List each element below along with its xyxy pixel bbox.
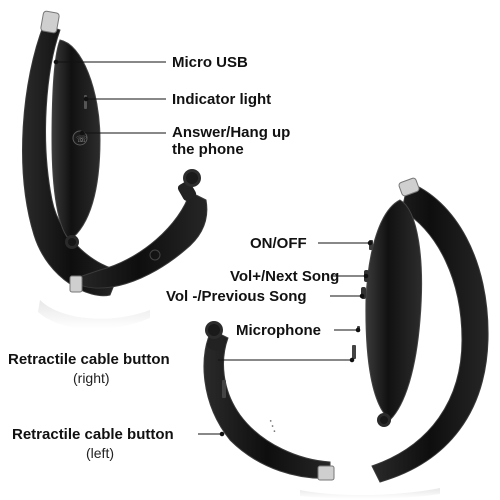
label-retractile-right: Retractile cable button — [8, 351, 170, 368]
left-pod-earbud — [65, 235, 79, 249]
retractile-right-button — [352, 345, 356, 359]
right-top-joint — [398, 177, 420, 197]
label-indicator-light: Indicator light — [172, 91, 272, 108]
label-retractile-right-side: (right) — [73, 370, 110, 386]
label-micro-usb: Micro USB — [172, 54, 248, 71]
left-reflection — [38, 300, 150, 330]
label-on-off: ON/OFF — [250, 235, 307, 252]
svg-text:• • •: • • • — [266, 418, 278, 434]
leader-lines — [53, 59, 373, 437]
label-microphone: Microphone — [236, 322, 321, 339]
left-bottom-joint — [69, 275, 83, 293]
right-neckband — [371, 181, 489, 483]
label-answer-hang-up-line2: the phone — [172, 141, 244, 158]
right-pod-earbud — [377, 413, 391, 427]
left-lower-arm — [68, 191, 208, 289]
right-headset: • • • — [203, 177, 489, 499]
label-retractile-left: Retractile cable button — [12, 426, 174, 443]
right-control-pod — [365, 199, 423, 421]
label-answer-hang-up: Answer/Hang up — [172, 124, 291, 141]
label-vol-plus: Vol+/Next Song — [230, 268, 340, 285]
left-earbud — [177, 169, 201, 201]
right-lower-arm — [203, 329, 331, 479]
right-reflection — [300, 488, 440, 499]
svg-text:☏: ☏ — [76, 135, 87, 145]
right-bottom-joint — [317, 465, 335, 481]
right-arm-earbud — [205, 321, 224, 351]
label-retractile-left-side: (left) — [86, 445, 114, 461]
left-top-joint — [40, 10, 60, 34]
retractile-left-button — [222, 380, 226, 398]
left-headset: ☏ — [22, 10, 208, 330]
label-vol-minus: Vol -/Previous Song — [166, 288, 307, 305]
